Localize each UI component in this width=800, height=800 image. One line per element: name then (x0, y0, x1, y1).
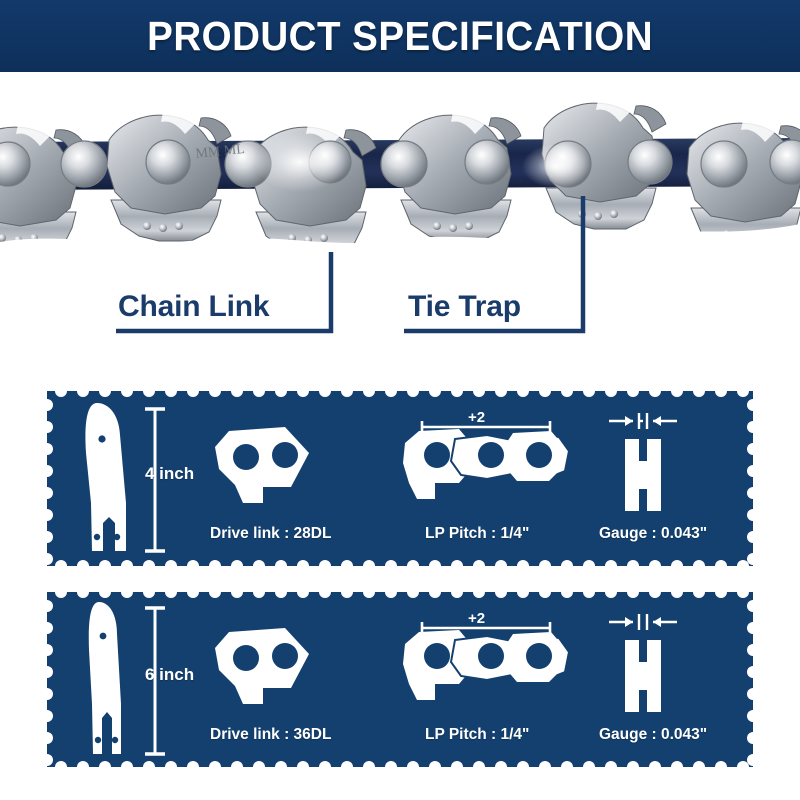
gauge-caption: Gauge : 0.043" (599, 726, 708, 743)
callout-label-chain-link: Chain Link (118, 290, 270, 323)
gauge-groove-icon (609, 614, 677, 712)
bar-length-dimension (145, 407, 165, 553)
pitch-caption: LP Pitch : 1/4" (425, 525, 530, 542)
drive-link-caption: Drive link : 36DL (210, 726, 332, 743)
page-title: PRODUCT SPECIFICATION (147, 12, 653, 59)
pitch-caption: LP Pitch : 1/4" (425, 726, 530, 743)
callout-label-tie-trap: Tie Trap (408, 290, 521, 323)
pitch-dimension-label: +2 (468, 409, 486, 426)
drive-link-caption: Drive link : 28DL (210, 525, 332, 542)
spec-panel-6-inch: 6 inch +2 Drive link : 36DL LP Pitch : 1… (47, 592, 753, 767)
guide-bar-icon (88, 602, 121, 754)
bar-length-label: 6 inch (145, 665, 195, 684)
bar-length-dimension (145, 606, 165, 756)
spec-panel-4-inch: 4 inch +2 Drive link : 28DL LP Pitch : 1… (47, 391, 753, 566)
gauge-groove-icon (609, 413, 677, 511)
gauge-caption: Gauge : 0.043" (599, 525, 708, 542)
saw-chain-photo: MM ML (0, 74, 800, 264)
drive-link-icon (215, 427, 309, 503)
bar-length-label: 4 inch (145, 464, 195, 483)
pitch-links-icon (403, 622, 571, 700)
svg-text:MM ML: MM ML (195, 142, 246, 162)
drive-link-icon (215, 628, 309, 704)
pitch-links-icon (403, 421, 571, 499)
guide-bar-icon (85, 403, 126, 551)
pitch-dimension-label: +2 (468, 610, 486, 627)
header-banner: PRODUCT SPECIFICATION (0, 0, 800, 72)
